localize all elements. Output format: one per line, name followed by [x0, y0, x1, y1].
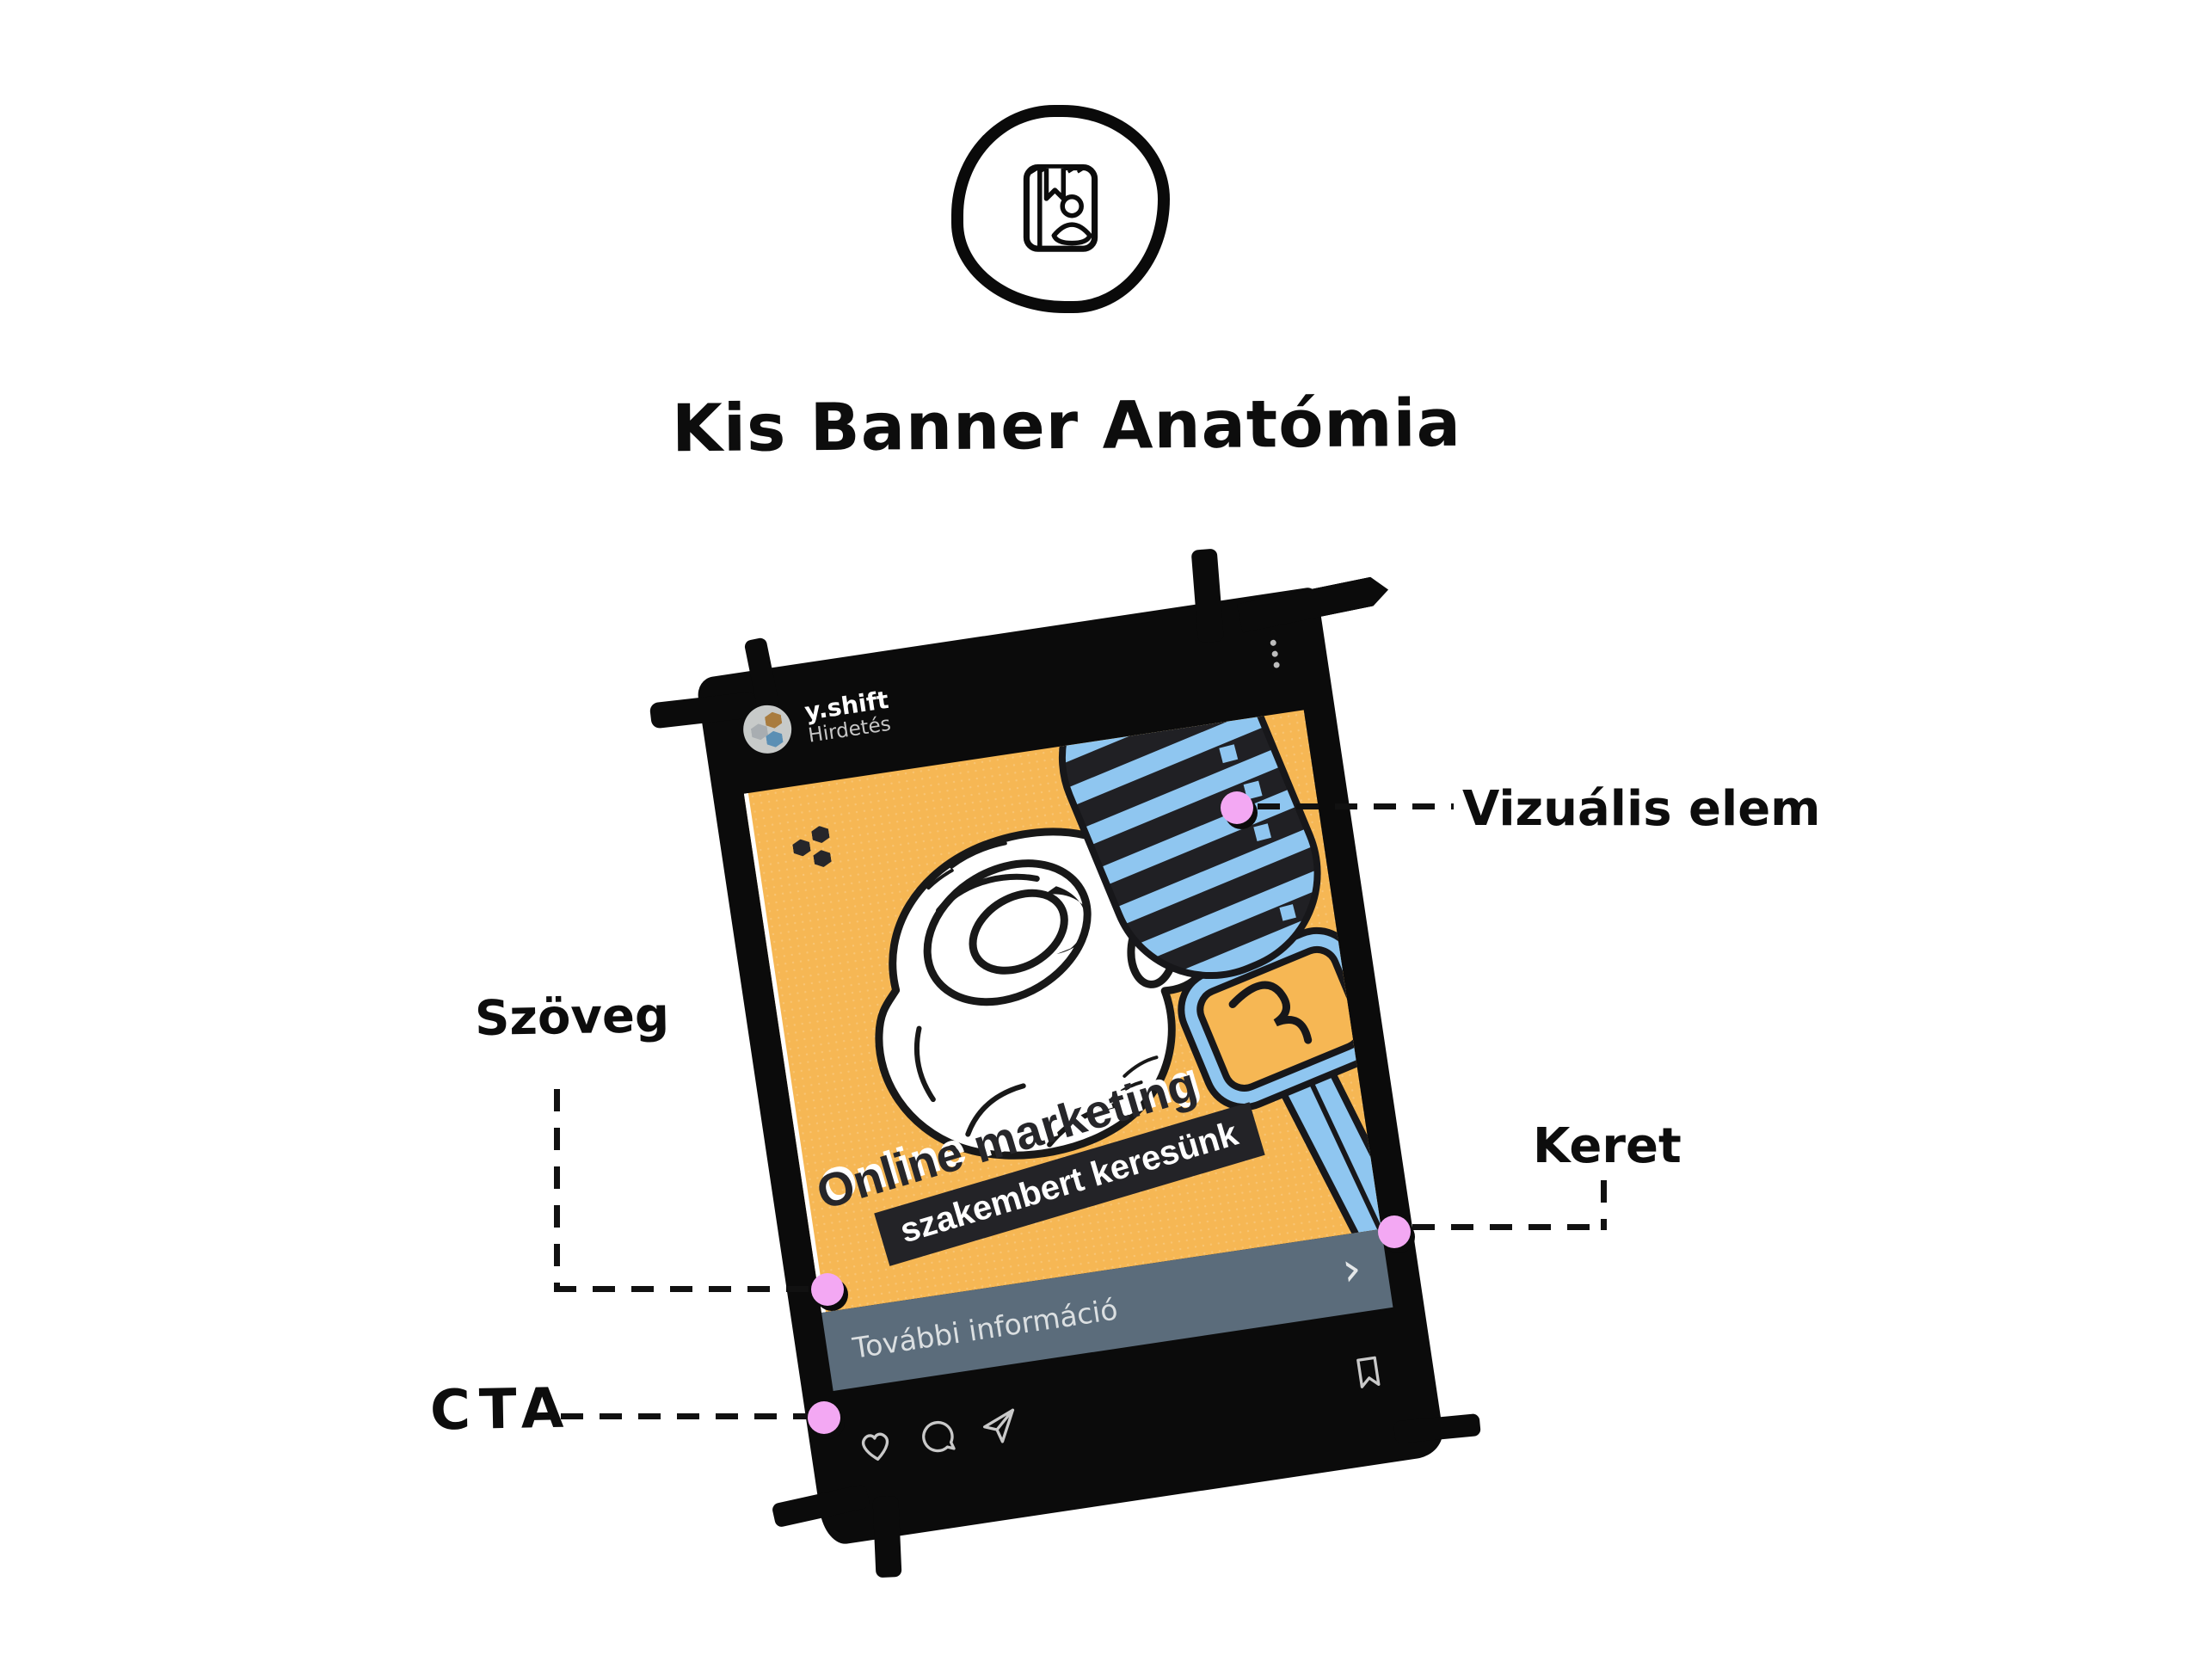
comment-icon[interactable] — [915, 1413, 961, 1459]
kebab-menu-icon[interactable] — [1260, 629, 1290, 677]
annotation-frame: Keret — [1533, 1118, 1682, 1174]
marker-dot-visual-element[interactable] — [1221, 791, 1253, 824]
page-title: Kis Banner Anatómia — [671, 384, 1462, 467]
marker-dot-text[interactable] — [811, 1273, 844, 1306]
ad-banner-image: Online marketing szakembert keresünk — [743, 710, 1381, 1313]
leader-line-frame-horizontal — [1412, 1224, 1607, 1230]
share-icon[interactable] — [977, 1404, 1023, 1449]
bookmark-icon[interactable] — [1345, 1349, 1391, 1394]
fist-microphone-illustration — [875, 710, 1381, 1267]
logo-hexagon — [792, 838, 812, 858]
chevron-right-icon[interactable]: › — [1338, 1240, 1365, 1297]
marker-dot-frame[interactable] — [1378, 1215, 1411, 1248]
logo-hexagon — [811, 825, 831, 845]
account-identity: y.shift Hirdetés — [803, 686, 893, 748]
avatar-hexagon — [766, 729, 784, 748]
logo-hexagon — [813, 849, 833, 869]
annotation-cta: CTA — [429, 1376, 573, 1443]
leader-line-text-vertical — [554, 1089, 560, 1292]
leader-line-frame-vertical — [1601, 1180, 1607, 1230]
leader-line-cta — [561, 1413, 819, 1419]
leader-line-visual — [1258, 803, 1454, 809]
post-footer — [833, 1308, 1411, 1511]
contact-book-glyph — [1023, 164, 1098, 252]
frame-brush-stroke — [872, 1495, 902, 1578]
annotation-visual-element: Vizuális elem — [1462, 781, 1821, 837]
marker-dot-cta[interactable] — [808, 1401, 840, 1434]
avatar[interactable] — [740, 702, 795, 757]
instagram-post-mockup: y.shift Hirdetés — [649, 548, 1481, 1578]
hexagon-cluster-logo — [789, 821, 851, 882]
leader-line-text-horizontal — [554, 1286, 822, 1292]
annotation-text: Szöveg — [474, 988, 670, 1047]
heart-icon[interactable] — [852, 1423, 898, 1468]
contact-book-icon — [951, 105, 1170, 313]
